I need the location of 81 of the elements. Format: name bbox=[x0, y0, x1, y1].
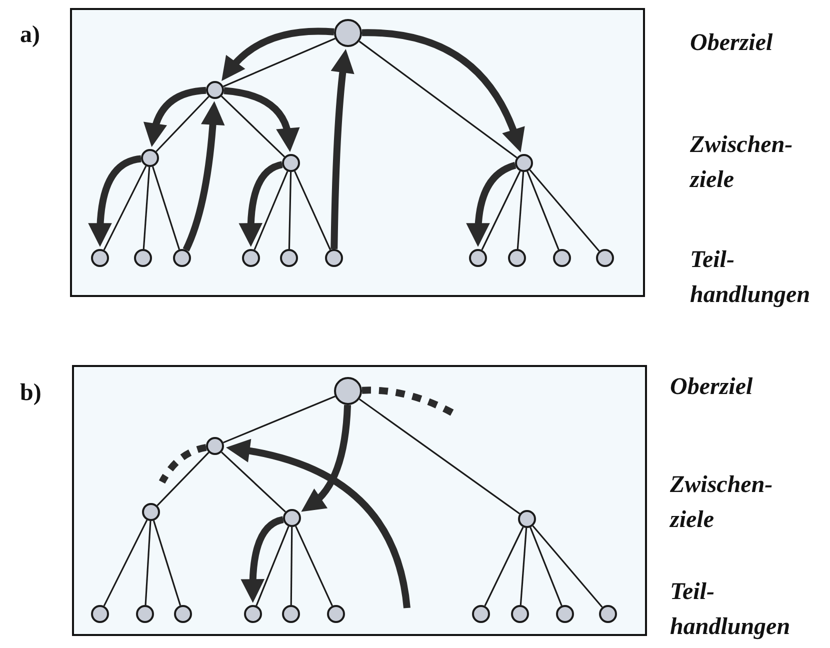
tree-line bbox=[222, 38, 336, 88]
root-node bbox=[334, 19, 362, 47]
tree-line bbox=[144, 520, 152, 606]
thick-arrow bbox=[330, 48, 354, 250]
tree-line bbox=[152, 520, 182, 606]
tree-line bbox=[142, 166, 150, 250]
thick-arrow bbox=[221, 28, 334, 81]
level-label: Zwischen- ziele bbox=[690, 131, 794, 195]
leaf-node bbox=[91, 605, 109, 623]
thick-arrow bbox=[240, 516, 284, 603]
tree-node bbox=[282, 154, 300, 172]
tree-line bbox=[484, 526, 524, 606]
panel-frame bbox=[70, 8, 645, 297]
tree-line bbox=[288, 172, 292, 250]
panel-frame bbox=[72, 365, 647, 636]
tree-line bbox=[221, 452, 286, 512]
leaf-node bbox=[596, 249, 614, 267]
level-label: Oberziel bbox=[670, 373, 754, 402]
root-node bbox=[334, 377, 362, 405]
tree-node bbox=[206, 81, 224, 99]
tree-line bbox=[223, 396, 336, 444]
tree-line bbox=[481, 170, 521, 250]
thick-arrow bbox=[224, 87, 300, 152]
leaf-node bbox=[327, 605, 345, 623]
leaf-node bbox=[282, 605, 300, 623]
tree-line bbox=[295, 526, 333, 606]
leaf-node bbox=[508, 249, 526, 267]
tree-line bbox=[290, 527, 293, 605]
tree-line bbox=[516, 172, 524, 250]
tree-node bbox=[518, 510, 536, 528]
leaf-node bbox=[553, 249, 571, 267]
dashed-arc bbox=[158, 444, 207, 484]
tree-line bbox=[530, 527, 562, 606]
level-label: Oberziel bbox=[690, 29, 774, 58]
tree-line bbox=[156, 96, 210, 152]
tree-line bbox=[103, 166, 147, 250]
level-label: Teil- handlungen bbox=[670, 578, 792, 642]
tree-line bbox=[529, 169, 600, 252]
leaf-node bbox=[472, 605, 490, 623]
tree-line bbox=[526, 171, 560, 250]
tree-node bbox=[515, 154, 533, 172]
thick-arrow bbox=[238, 161, 283, 247]
level-label: Teil- handlungen bbox=[690, 246, 812, 310]
tree-node bbox=[142, 503, 160, 521]
tree-line bbox=[520, 528, 528, 606]
tree-line bbox=[220, 96, 286, 158]
tree-line bbox=[103, 520, 148, 606]
panel-letter: a) bbox=[20, 22, 40, 49]
leaf-node bbox=[244, 605, 262, 623]
leaf-node bbox=[511, 605, 529, 623]
thick-arrow bbox=[88, 155, 142, 247]
tree-line bbox=[358, 398, 520, 514]
leaf-node bbox=[242, 249, 260, 267]
thick-arrow bbox=[362, 29, 524, 152]
leaf-node bbox=[280, 249, 298, 267]
thick-arrow bbox=[466, 162, 516, 247]
leaf-node bbox=[599, 605, 617, 623]
leaf-node bbox=[173, 249, 191, 267]
thick-arrow bbox=[182, 101, 225, 252]
tree-node bbox=[141, 149, 159, 167]
panel-letter: b) bbox=[20, 380, 42, 407]
level-label: Zwischen- ziele bbox=[670, 471, 774, 535]
tree-line bbox=[532, 525, 603, 608]
leaf-node bbox=[556, 605, 574, 623]
thick-arrow bbox=[144, 86, 206, 147]
tree-line bbox=[294, 170, 332, 250]
tree-node bbox=[206, 437, 224, 455]
tree-line bbox=[156, 452, 210, 506]
leaf-node bbox=[325, 249, 343, 267]
leaf-node bbox=[136, 605, 154, 623]
leaf-node bbox=[134, 249, 152, 267]
leaf-node bbox=[469, 249, 487, 267]
thick-arrow bbox=[226, 439, 410, 608]
leaf-node bbox=[174, 605, 192, 623]
tree-node bbox=[283, 509, 301, 527]
tree-line bbox=[152, 166, 180, 250]
tree-line bbox=[358, 40, 518, 158]
thick-arrow bbox=[302, 404, 352, 512]
tree-line bbox=[256, 526, 290, 606]
leaf-node bbox=[91, 249, 109, 267]
tree-line bbox=[254, 170, 288, 250]
